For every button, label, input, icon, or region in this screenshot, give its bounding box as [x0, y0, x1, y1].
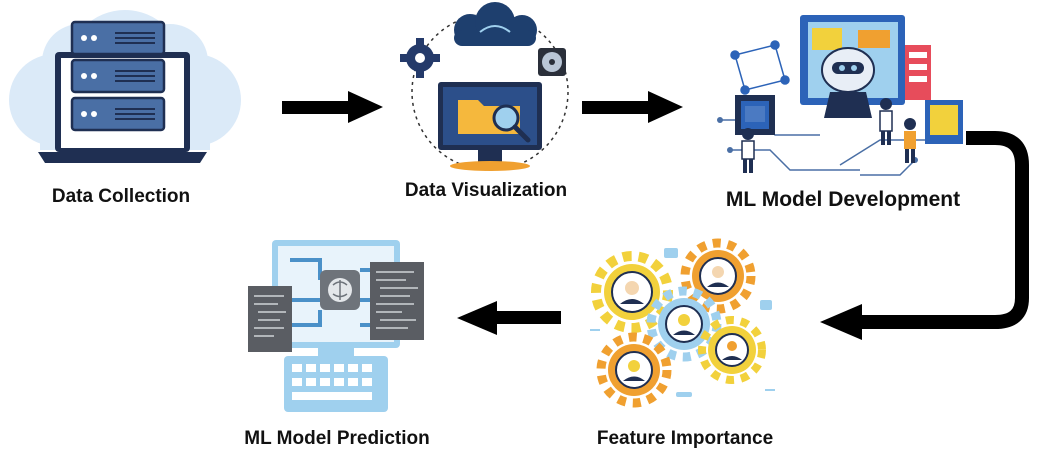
gears-people-icon — [590, 238, 775, 408]
disc-icon — [538, 48, 566, 76]
person-icon — [904, 118, 916, 163]
person-icon — [879, 98, 893, 145]
label-ml-model-prediction: ML Model Prediction — [244, 428, 430, 449]
server-laptop-icon — [9, 10, 241, 163]
label-ml-model-development: ML Model Development — [725, 188, 961, 211]
monitor-analytics-icon — [400, 2, 569, 171]
gear-orange-icon — [596, 332, 672, 408]
arrow-1 — [282, 91, 383, 123]
gear-yellow-icon — [591, 251, 673, 333]
code-sheet-icon — [370, 262, 424, 340]
code-sheet-icon — [248, 286, 292, 352]
gear-yellow-icon — [698, 316, 766, 384]
gear-blue-icon — [646, 286, 722, 362]
arrow-3-elbow — [820, 131, 1029, 340]
label-data-collection: Data Collection — [51, 186, 191, 207]
arrow-2 — [582, 91, 683, 123]
person-icon — [741, 128, 755, 173]
brain-icon — [328, 278, 352, 302]
ai-chip-icon — [745, 106, 765, 122]
gear-orange-icon — [680, 238, 756, 314]
label-data-visualization: Data Visualization — [404, 180, 568, 201]
ai-robot-team-icon — [717, 15, 963, 176]
arrow-4 — [457, 301, 561, 335]
computer-brain-code-icon — [248, 240, 424, 412]
gear-icon — [400, 38, 440, 78]
label-feature-importance: Feature Importance — [596, 428, 774, 449]
